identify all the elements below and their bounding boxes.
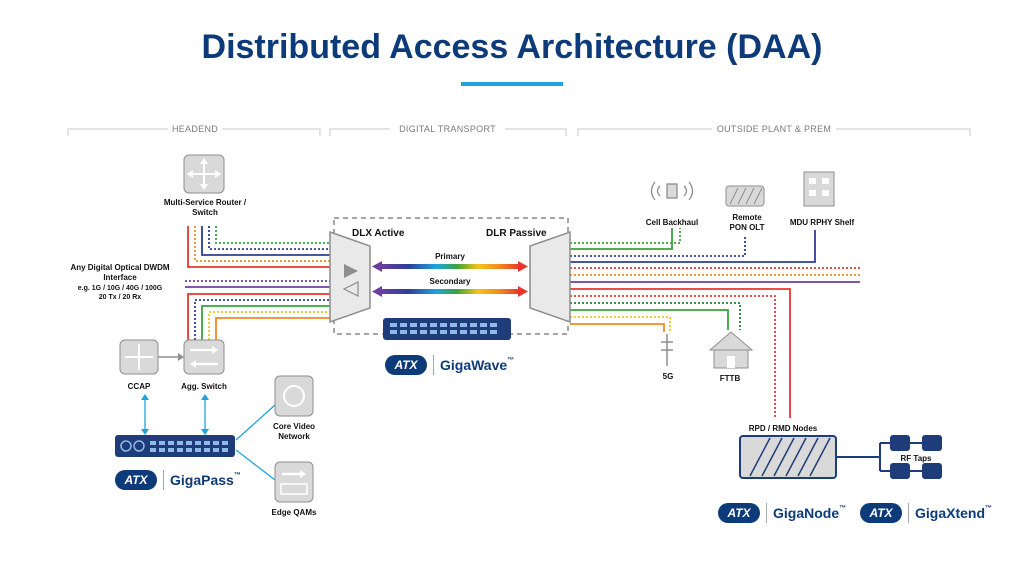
edge-qams-label: Edge QAMs [271, 508, 317, 517]
rpd-node-icon [739, 435, 837, 479]
gigapass-links [144, 396, 276, 481]
logo-separator [433, 355, 434, 375]
secondary-link [380, 289, 520, 294]
antenna-5g-icon [661, 334, 673, 366]
gigaxtend-text: GigaXtend [915, 505, 986, 521]
logo-separator [766, 503, 767, 523]
trademark: ™ [839, 505, 847, 512]
house-icon [708, 331, 754, 369]
atx-logo-badge: ATX [115, 470, 157, 490]
section-outside-plant: OUTSIDE PLANT & PREM [716, 124, 832, 134]
giganode-logo: ATX GigaNode™ [718, 503, 846, 523]
gigaxtend-logo: ATX GigaXtend™ [860, 503, 992, 523]
section-digital-transport: DIGITAL TRANSPORT [399, 124, 496, 134]
agg-switch-label: Agg. Switch [181, 382, 227, 391]
edge-qam-icon [274, 461, 314, 503]
section-brackets [67, 128, 971, 136]
rf-tap-icons [890, 435, 942, 479]
trademark: ™ [985, 505, 993, 512]
agg-switch-icon [183, 339, 225, 375]
gigapass-name: GigaPass™ [170, 472, 241, 488]
pon-olt-icon [725, 185, 765, 207]
gigapass-text: GigaPass [170, 472, 234, 488]
fttb-label: FTTB [719, 374, 741, 383]
gigaxtend-name: GigaXtend™ [915, 505, 992, 521]
logo-separator [908, 503, 909, 523]
rf-tap-links [836, 442, 922, 472]
gigapass-logo: ATX GigaPass™ [115, 470, 241, 490]
page-title: Distributed Access Architecture (DAA) [201, 28, 823, 66]
atx-logo-badge: ATX [860, 503, 902, 523]
dlx-active-device [329, 230, 371, 324]
atx-logo-badge: ATX [718, 503, 760, 523]
trademark: ™ [507, 357, 515, 364]
title-underline [461, 82, 563, 86]
agg-lines [187, 293, 330, 340]
section-headend: HEADEND [171, 124, 219, 134]
optical-interface-txrx: 20 Tx / 20 Rx [98, 294, 142, 301]
outside-lines [570, 228, 860, 418]
remote-pon-olt-label: Remote PON OLT [729, 213, 765, 232]
gigawave-logo: ATX GigaWave™ [385, 355, 514, 375]
mdu-rphy-label: MDU RPHY Shelf [789, 218, 855, 227]
dlr-passive-label: DLR Passive [486, 228, 547, 239]
dlx-active-label: DLX Active [352, 228, 405, 239]
mdu-building-icon [803, 171, 835, 207]
trademark: ™ [233, 472, 241, 479]
ccap-icon [119, 339, 159, 375]
gigawave-text: GigaWave [440, 357, 508, 373]
rpd-nodes-label: RPD / RMD Nodes [748, 424, 818, 433]
primary-label: Primary [435, 252, 465, 261]
cell-tower-icon [650, 181, 694, 201]
atx-logo-badge: ATX [385, 355, 427, 375]
rf-taps-label: RF Taps [900, 454, 932, 463]
router-icon [183, 154, 225, 194]
gigapass-chassis [115, 435, 235, 457]
giganode-name: GigaNode™ [773, 505, 846, 521]
optical-interface-title: Any Digital Optical DWDM Interface [70, 263, 170, 282]
logo-separator [163, 470, 164, 490]
five-g-label: 5G [662, 372, 674, 381]
router-lines [187, 226, 330, 268]
core-video-icon [274, 375, 314, 417]
giganode-text: GigaNode [773, 505, 840, 521]
secondary-label: Secondary [429, 277, 471, 286]
primary-link [380, 264, 520, 269]
optical-interface-detail: e.g. 1G / 10G / 40G / 100G [77, 285, 163, 292]
gigawave-chassis [383, 318, 511, 340]
gigawave-name: GigaWave™ [440, 357, 514, 373]
cell-backhaul-label: Cell Backhaul [645, 218, 699, 227]
ccap-label: CCAP [127, 382, 151, 391]
dlr-passive-device [529, 230, 571, 324]
core-video-label: Core Video Network [272, 422, 316, 441]
router-label: Multi-Service Router / Switch [163, 198, 247, 217]
